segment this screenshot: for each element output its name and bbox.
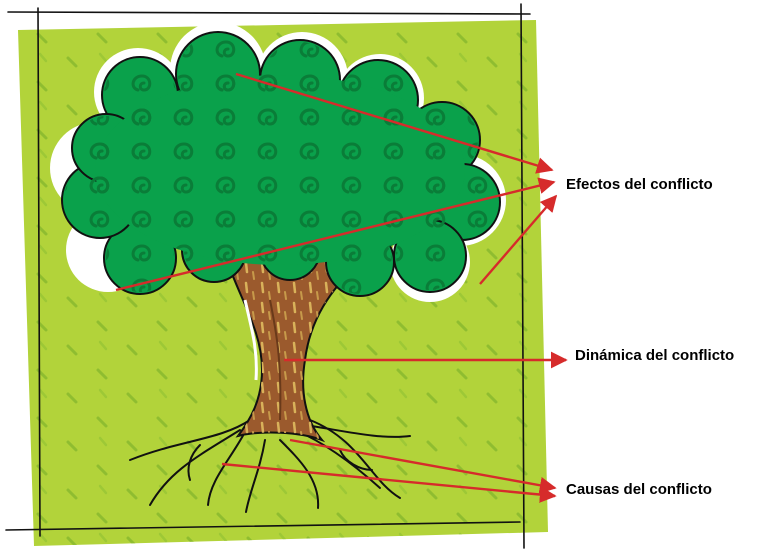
effects-label: Efectos del conflicto xyxy=(566,176,713,193)
dynamics-label: Dinámica del conflicto xyxy=(575,347,734,364)
causes-label: Causas del conflicto xyxy=(566,481,712,498)
